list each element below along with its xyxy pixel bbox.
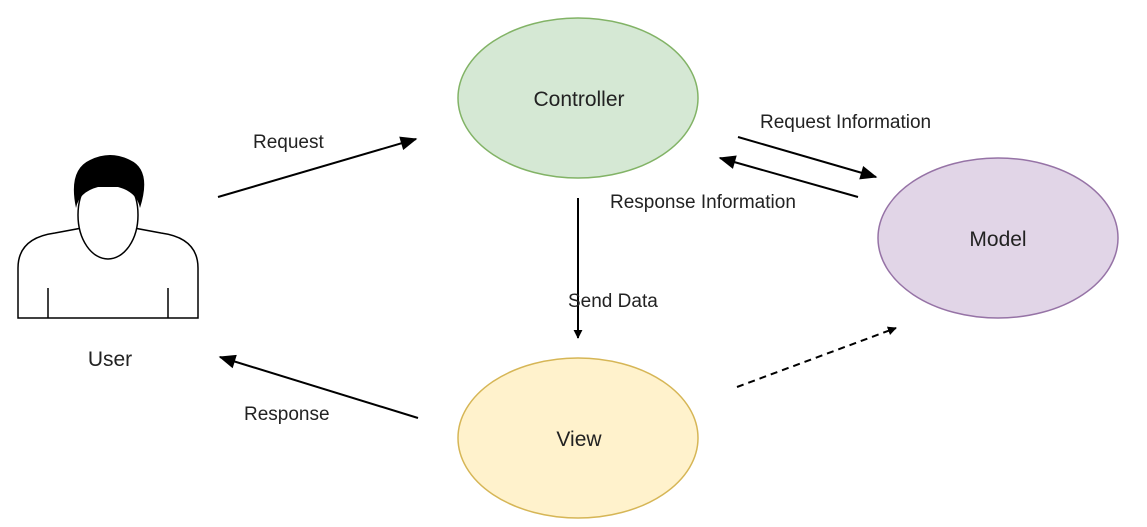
model-label: Model bbox=[969, 228, 1026, 251]
view-to-model-dashed-arrow bbox=[736, 326, 897, 388]
user-label: User bbox=[88, 348, 132, 371]
controller-ellipse bbox=[457, 17, 699, 179]
request-information-arrow bbox=[737, 136, 878, 180]
request-label: Request bbox=[253, 132, 324, 153]
user-icon bbox=[17, 155, 199, 319]
controller-node[interactable]: Controller bbox=[457, 17, 699, 179]
response-information-label: Response Information bbox=[610, 192, 796, 213]
controller-label: Controller bbox=[533, 88, 624, 111]
model-ellipse bbox=[877, 157, 1119, 319]
view-node[interactable]: View bbox=[457, 357, 699, 519]
response-information-arrow bbox=[718, 155, 859, 198]
request-information-label: Request Information bbox=[760, 112, 931, 133]
request-arrow bbox=[217, 136, 418, 198]
send-data-label: Send Data bbox=[568, 291, 658, 312]
response-label: Response bbox=[244, 404, 330, 425]
view-ellipse bbox=[457, 357, 699, 519]
response-arrow bbox=[218, 354, 419, 419]
view-label: View bbox=[556, 428, 602, 451]
model-node[interactable]: Model bbox=[877, 157, 1119, 319]
